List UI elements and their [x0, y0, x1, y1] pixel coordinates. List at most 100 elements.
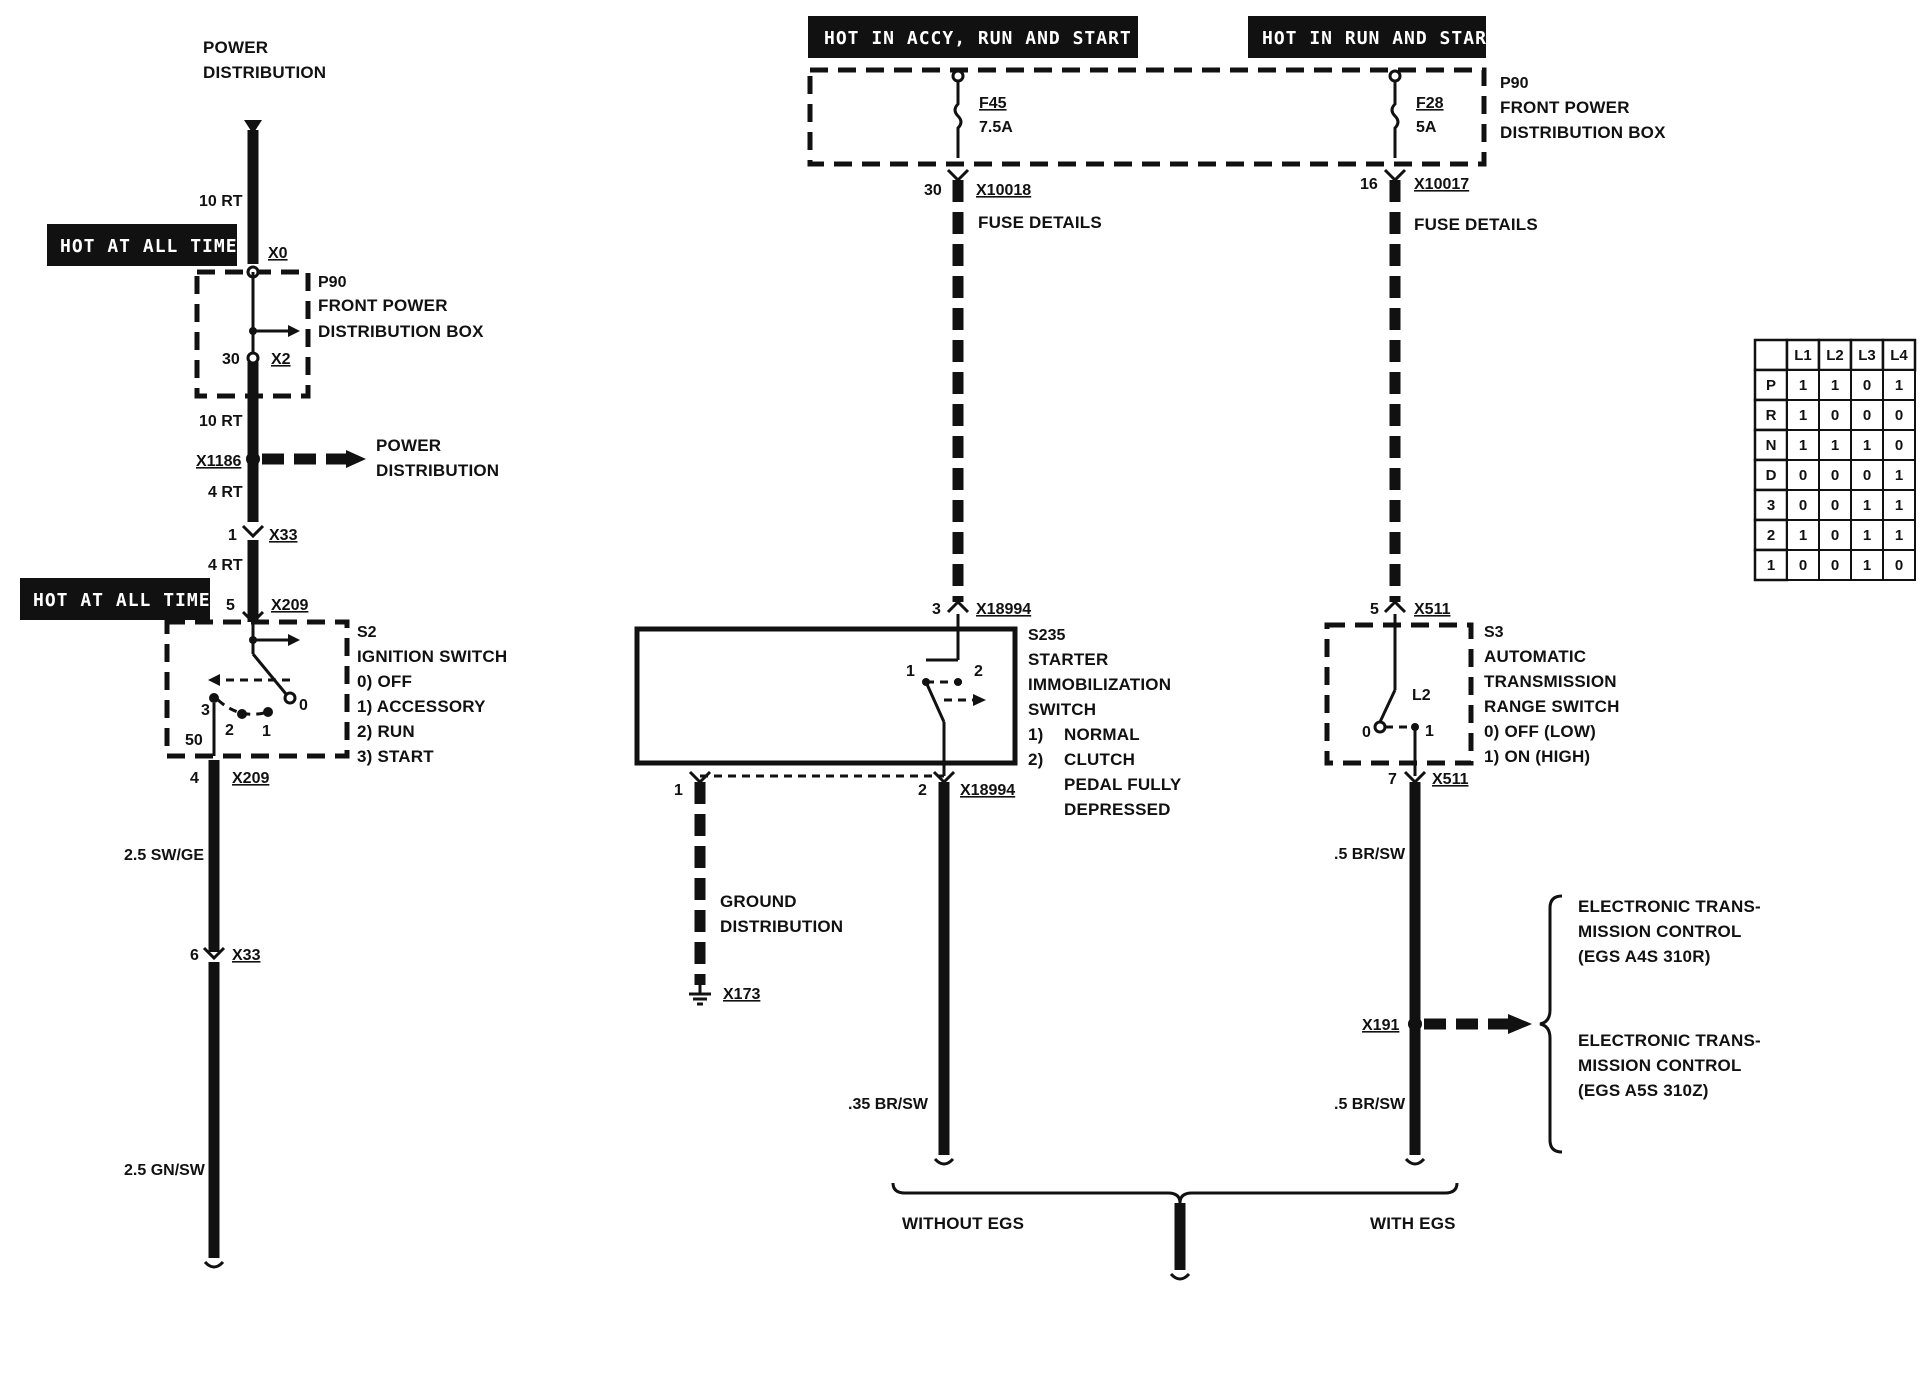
- starter-immobilization-switch-box: [634, 626, 1018, 766]
- table-cell: 0: [1799, 557, 1807, 574]
- transmission-range-circuit: 5 X511 L2 0 1 S3 AUTOMATIC TRANSMISSION …: [1324, 599, 1761, 1166]
- fuse-f28-top-terminal: [1388, 69, 1402, 83]
- connector-x10017: X10017: [1414, 176, 1469, 193]
- table-cell: 1: [1863, 527, 1871, 544]
- pin-16-center: 16: [1360, 176, 1378, 193]
- ign-pos-1: [263, 707, 273, 717]
- connector-x0: X0: [268, 245, 288, 262]
- fuse-details-1: FUSE DETAILS: [978, 213, 1102, 232]
- table-cell-border: [1850, 549, 1884, 581]
- table-row-label: P: [1766, 377, 1776, 394]
- atr-label-3: RANGE SWITCH: [1484, 697, 1620, 716]
- starter-label-1: STARTER: [1028, 650, 1108, 669]
- starter-immobilization-circuit: HOT IN ACCY, RUN AND START HOT IN RUN AN…: [634, 16, 1666, 1281]
- starter-opt-1b: NORMAL: [1064, 725, 1140, 744]
- starter-label-3: SWITCH: [1028, 700, 1096, 719]
- ign-label-50: 50: [185, 732, 203, 749]
- wire-label-5brsw-b: .5 BR/SW: [1334, 1096, 1406, 1113]
- p90-label-left: P90: [318, 274, 347, 291]
- pin-4-left: 4: [190, 770, 199, 787]
- starter-opt-1a: 1): [1028, 725, 1044, 744]
- table-cell: 0: [1831, 467, 1839, 484]
- s3-l2-label: L2: [1412, 687, 1431, 704]
- egs-bracket-icon: [1539, 894, 1563, 1154]
- etc1-label-2: MISSION CONTROL: [1578, 922, 1742, 941]
- ign-dot: [249, 636, 257, 644]
- ign-option-1: 1) ACCESSORY: [357, 697, 486, 716]
- hot-accy-run-start-banner: [808, 16, 1138, 58]
- table-cell-border: [1882, 399, 1916, 431]
- fuse-f45-top-terminal: [951, 69, 965, 83]
- table-header-cell: L4: [1890, 347, 1908, 364]
- connector-x18994-b: X18994: [960, 782, 1015, 799]
- fuse-f45-icon: [953, 81, 963, 158]
- fpdb-label-right-2: DISTRIBUTION BOX: [1500, 123, 1666, 142]
- ign-branch-arrow-icon: [288, 634, 300, 646]
- connector-x33-a: X33: [269, 527, 298, 544]
- fuse-f28-amp: 5A: [1416, 119, 1437, 136]
- table-cell-border: [1818, 549, 1852, 581]
- s2-label: S2: [357, 624, 377, 641]
- connector-x511-a: X511: [1414, 601, 1451, 618]
- table-cell: 1: [1831, 437, 1839, 454]
- hot-banner-text-2: HOT AT ALL TIMES: [33, 590, 222, 611]
- etc2-label-2: MISSION CONTROL: [1578, 1056, 1742, 1075]
- atr-label-1: AUTOMATIC: [1484, 647, 1586, 666]
- fpdb-label-left-2: DISTRIBUTION BOX: [318, 322, 484, 341]
- table-cell: 0: [1895, 437, 1903, 454]
- s3-label-1: 1: [1425, 723, 1434, 740]
- splice-dot: [249, 327, 257, 335]
- table-cell-border: [1818, 489, 1852, 521]
- atr-option-1: 1) ON (HIGH): [1484, 747, 1590, 766]
- ign-option-3: 3) START: [357, 747, 434, 766]
- s3-label: S3: [1484, 624, 1504, 641]
- table-cell: 1: [1895, 497, 1903, 514]
- connector-x511-a-icon: [1383, 599, 1407, 614]
- ground-distribution-1: GROUND: [720, 892, 797, 911]
- ign-label-3: 3: [201, 702, 210, 719]
- etc1-label-3: (EGS A4S 310R): [1578, 947, 1711, 966]
- connector-x209-b: X209: [232, 770, 269, 787]
- ign-label-0: 0: [299, 697, 308, 714]
- ignition-circuit: POWER DISTRIBUTION 10 RT HOT AT ALL TIME…: [20, 38, 507, 1269]
- ign-pos-3: [209, 693, 219, 703]
- table-cell: 1: [1895, 467, 1903, 484]
- connector-x511-b: X511: [1432, 771, 1469, 788]
- atr-option-0: 0) OFF (LOW): [1484, 722, 1596, 741]
- ground-distribution-2: DISTRIBUTION: [720, 917, 843, 936]
- connector-x10018-icon: [946, 168, 970, 183]
- ign-switch-blade: [251, 653, 288, 695]
- table-cell: 1: [1799, 377, 1807, 394]
- branch-arrow-right-icon: [346, 450, 366, 468]
- splice-x1186: [246, 452, 260, 466]
- ign-label-1: 1: [262, 723, 271, 740]
- table-cell: 0: [1895, 557, 1903, 574]
- pin-7-right: 7: [1388, 771, 1397, 788]
- table-cell: 0: [1895, 407, 1903, 424]
- table-cell-border: [1850, 459, 1884, 491]
- wire-label-4rt-a: 4 RT: [208, 484, 243, 501]
- table-cell: 1: [1863, 437, 1871, 454]
- etc2-label-3: (EGS A5S 310Z): [1578, 1081, 1709, 1100]
- table-cell: 1: [1799, 407, 1807, 424]
- fuse-f28: F28: [1416, 95, 1444, 112]
- wire-continuation-left-icon: [203, 1260, 225, 1269]
- table-cell: 0: [1831, 527, 1839, 544]
- hot-run-start-text: HOT IN RUN AND START: [1262, 28, 1499, 49]
- fpdb-label-left-1: FRONT POWER: [318, 296, 448, 315]
- pin-6-left: 6: [190, 947, 199, 964]
- starter-label-2: IMMOBILIZATION: [1028, 675, 1171, 694]
- pin-1-ground: 1: [674, 782, 683, 799]
- table-row-label: 3: [1767, 497, 1775, 514]
- connector-x33-a-icon: [241, 524, 265, 539]
- hot-at-all-times-banner-2: [20, 578, 210, 620]
- connector-x209-a: X209: [271, 597, 308, 614]
- pin-5-left: 5: [226, 597, 235, 614]
- connector-x33-b: X33: [232, 947, 261, 964]
- wire-continuation-bottom-icon: [1169, 1272, 1191, 1281]
- table-header-cell: L3: [1858, 347, 1876, 364]
- option-bracket-icon: [891, 1182, 1459, 1204]
- s3-blade: [1378, 689, 1397, 723]
- wire-label-25swge: 2.5 SW/GE: [124, 847, 204, 864]
- table-cell-border: [1818, 519, 1852, 551]
